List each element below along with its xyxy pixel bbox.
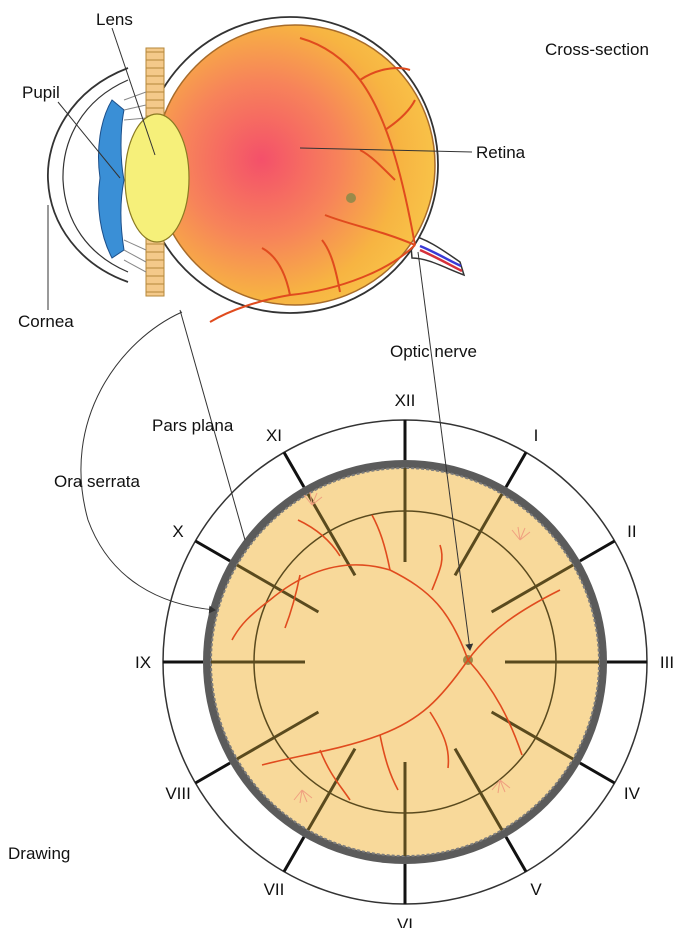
label-cross-section: Cross-section xyxy=(545,40,649,59)
clock-label: XI xyxy=(266,426,282,445)
clock-label: I xyxy=(534,426,539,445)
label-lens: Lens xyxy=(96,10,133,29)
clock-label: IX xyxy=(135,653,151,672)
label-retina: Retina xyxy=(476,143,526,162)
label-optic-nerve: Optic nerve xyxy=(390,342,477,361)
label-pupil: Pupil xyxy=(22,83,60,102)
clock-label: IV xyxy=(624,784,641,803)
clock-label: V xyxy=(530,880,542,899)
clock-label: III xyxy=(660,653,674,672)
iris xyxy=(99,100,125,258)
clock-label: VI xyxy=(397,915,413,928)
macula xyxy=(346,193,356,203)
clock-label: II xyxy=(627,522,636,541)
lens xyxy=(125,114,189,242)
clock-label: VII xyxy=(264,880,285,899)
clock-label: VIII xyxy=(165,784,191,803)
clock-label: X xyxy=(172,522,183,541)
label-ora-serrata: Ora serrata xyxy=(54,472,141,491)
label-cornea: Cornea xyxy=(18,312,74,331)
cross-section-eye xyxy=(48,17,464,322)
clock-label: XII xyxy=(395,391,416,410)
label-pars-plana: Pars plana xyxy=(152,416,234,435)
label-drawing: Drawing xyxy=(8,844,70,863)
